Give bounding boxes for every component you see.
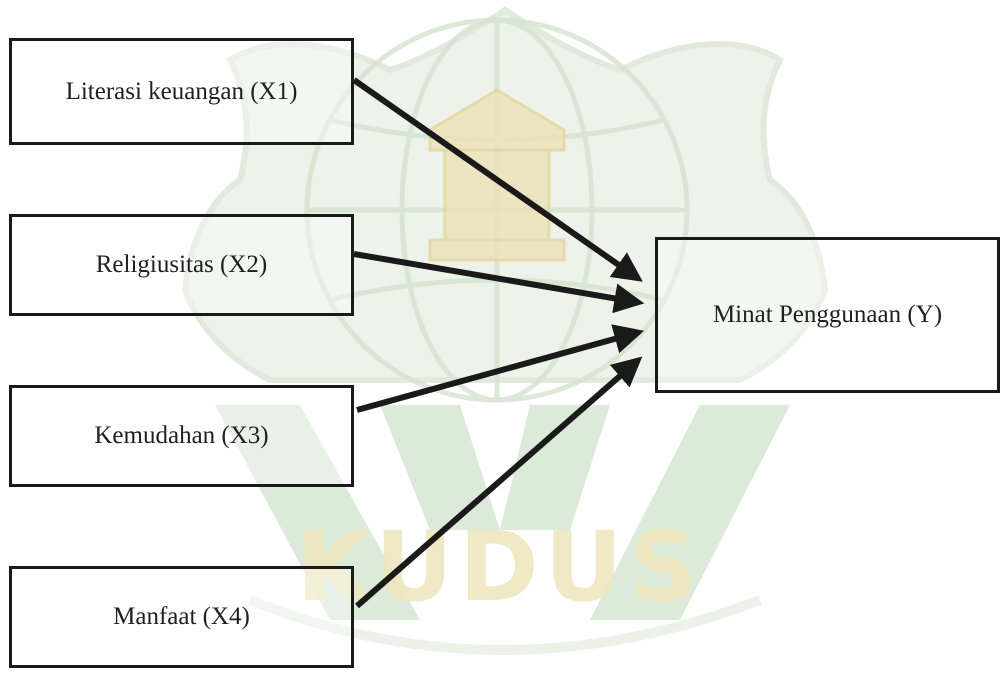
node-y-box: Minat Penggunaan (Y) <box>655 237 1000 393</box>
node-x4-label: Manfaat (X4) <box>113 603 250 630</box>
node-x2-box: Religiusitas (X2) <box>9 214 354 316</box>
node-y-label: Minat Penggunaan (Y) <box>712 301 943 328</box>
arrow-x1-to-y <box>352 77 643 282</box>
watermark-building <box>428 88 566 262</box>
node-x3-label: Kemudahan (X3) <box>94 422 269 449</box>
watermark-pillars <box>215 405 790 620</box>
arrow-x2-to-y <box>353 251 645 314</box>
node-x4-box: Manfaat (X4) <box>9 566 354 668</box>
node-x1-box: Literasi keuangan (X1) <box>9 38 354 145</box>
node-x2-label: Religiusitas (X2) <box>95 251 268 278</box>
node-x1-label: Literasi keuangan (X1) <box>65 77 298 105</box>
arrow-x3-to-y <box>356 324 645 413</box>
node-x3-box: Kemudahan (X3) <box>9 385 354 487</box>
watermark-arch <box>248 595 762 655</box>
arrow-x4-to-y <box>355 356 643 609</box>
